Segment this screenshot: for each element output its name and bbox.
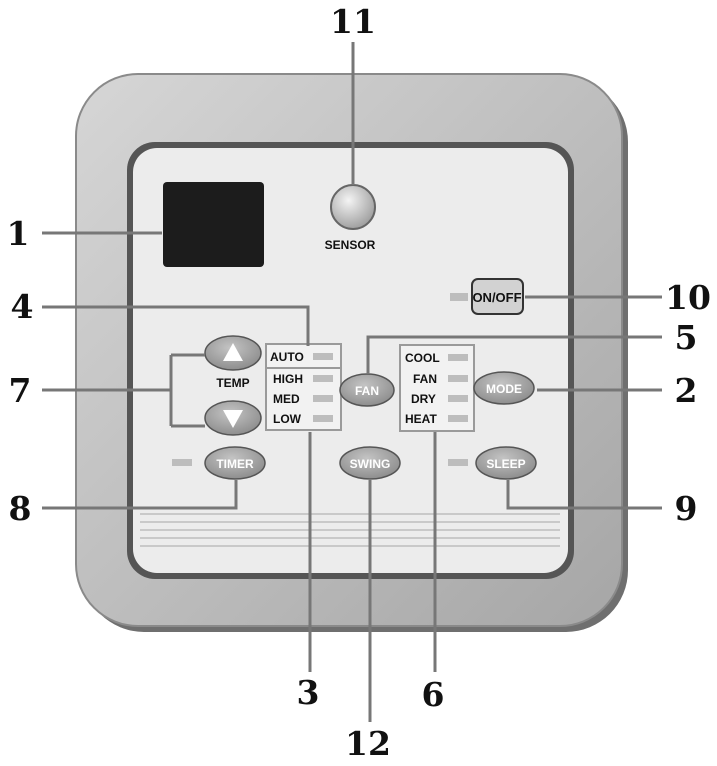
triangle-up-icon [223,343,243,361]
temp-up-button[interactable] [204,335,262,371]
fan-speed-low: LOW [273,412,302,426]
callout-8: 8 [9,489,32,528]
callout-6: 6 [422,675,445,714]
callout-3: 3 [297,673,320,712]
swing-button[interactable]: SWING [339,446,401,480]
fan-speed-indicator [313,395,333,402]
triangle-down-icon [223,410,243,428]
mode-panel: COOL FAN DRY HEAT [399,344,475,432]
timer-indicator [172,459,192,466]
callout-12: 12 [345,724,391,763]
mode-heat: HEAT [405,412,437,426]
callout-11: 11 [330,2,376,41]
lcd-display [163,182,264,267]
fan-speed-indicator [313,353,333,360]
mode-indicator [448,395,468,402]
callout-7: 7 [9,371,32,410]
timer-button[interactable]: TIMER [204,446,266,480]
mode-indicator [448,354,468,361]
mode-cool: COOL [405,351,440,365]
mode-button[interactable]: MODE [473,371,535,405]
on-off-button[interactable]: ON/OFF [471,278,524,315]
sleep-indicator [448,459,468,466]
temp-label: TEMP [216,376,249,390]
fan-button-label: FAN [355,384,379,398]
callout-1: 1 [7,214,30,253]
callout-9: 9 [675,489,698,528]
fan-speed-indicator [313,415,333,422]
mode-button-label: MODE [486,382,522,396]
sensor-label: SENSOR [325,238,376,252]
on-off-label: ON/OFF [472,290,521,305]
callout-4: 4 [11,287,34,326]
fan-speed-med: MED [273,392,300,406]
fan-speed-indicator [313,375,333,382]
callout-5: 5 [675,318,698,357]
fan-button[interactable]: FAN [339,373,395,407]
sleep-button[interactable]: SLEEP [475,446,537,480]
fan-speed-high: HIGH [273,372,303,386]
mode-indicator [448,375,468,382]
mode-indicator [448,415,468,422]
on-off-indicator [450,293,468,301]
temp-down-button[interactable] [204,400,262,436]
callout-10: 10 [665,278,711,317]
mode-fan: FAN [413,372,437,386]
fan-speed-panel: AUTO HIGH MED LOW [265,343,342,431]
sensor: SENSOR [325,184,376,252]
swing-button-label: SWING [350,457,391,471]
fan-speed-auto: AUTO [270,350,304,364]
sleep-button-label: SLEEP [486,457,525,471]
callout-2: 2 [675,371,698,410]
mode-dry: DRY [411,392,436,406]
callout-numbers: 1 2 3 4 5 6 7 8 9 10 11 12 [7,2,711,763]
vent-slots [140,513,560,547]
leader-lines [42,42,662,722]
timer-button-label: TIMER [216,457,254,471]
